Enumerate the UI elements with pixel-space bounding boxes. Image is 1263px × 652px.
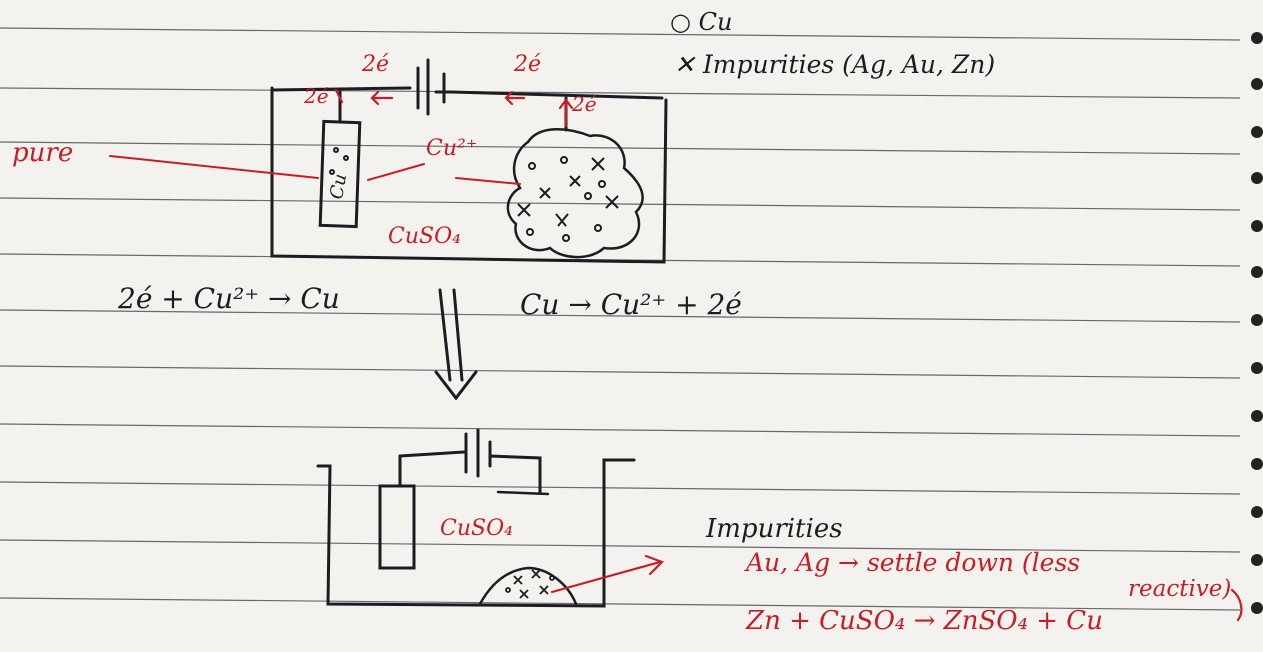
bottom-cell: [316, 428, 636, 608]
impurities-heading: Impurities: [706, 514, 843, 544]
settle-line: Au, Ag → settle down (less: [746, 548, 1081, 577]
cross-marker: ✕: [674, 50, 703, 79]
top-cell-pointer-lines: [109, 155, 521, 185]
cathode-label: Cu: [326, 172, 352, 201]
ion-label: Cu²⁺: [426, 136, 478, 161]
electron-top-right: 2é: [514, 52, 542, 77]
settle-line-cont: reactive): [1128, 576, 1232, 602]
bottom-pointer: [550, 554, 1243, 622]
transform-arrow: [434, 288, 478, 401]
electrolyte-top: CuSO₄: [388, 224, 461, 249]
top-cell: [270, 58, 668, 264]
electron-top-left: 2é: [362, 52, 390, 77]
open-circle-marker: ○: [670, 8, 699, 36]
label-pure: pure: [12, 138, 74, 168]
electron-cathode: 2é: [304, 84, 329, 108]
legend-pure-copper: ○ Cu: [670, 8, 733, 36]
zinc-reaction: Zn + CuSO₄ → ZnSO₄ + Cu: [746, 606, 1103, 636]
electron-anode: 2é: [572, 92, 597, 116]
cathode-reaction: 2é + Cu²⁺ → Cu: [118, 282, 340, 315]
electron-arrows: [334, 88, 574, 128]
anode-impurity-marks: [329, 147, 619, 242]
sludge-marks: [505, 569, 555, 599]
legend-impurities: ✕ Impurities (Ag, Au, Zn): [674, 50, 996, 79]
anode-reaction: Cu → Cu²⁺ + 2é: [520, 288, 742, 321]
electrolyte-bottom: CuSO₄: [440, 516, 513, 541]
spiral-binding: [1251, 32, 1263, 614]
